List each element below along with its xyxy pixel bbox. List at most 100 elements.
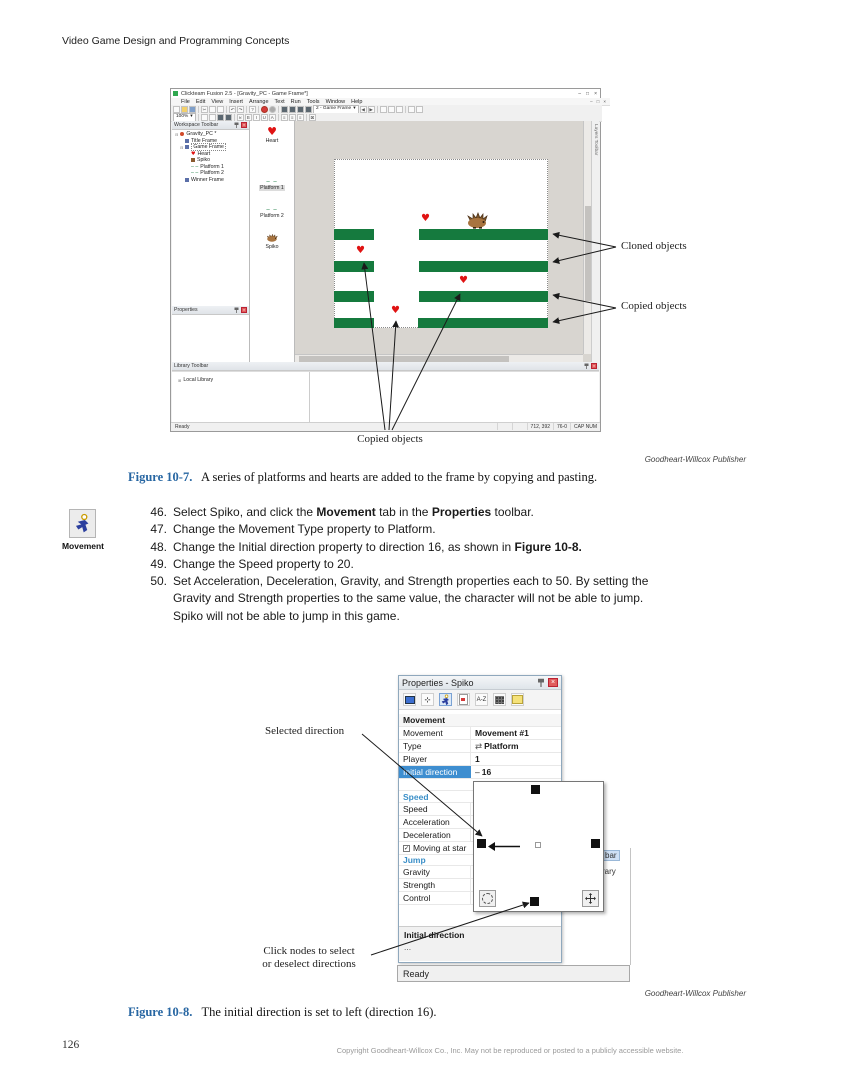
fullscreen-icon[interactable]	[224, 113, 232, 121]
new-icon[interactable]	[173, 105, 180, 113]
collapse-icon[interactable]: ⊟	[180, 144, 184, 150]
checkbox-checked-icon[interactable]: ✓	[403, 844, 410, 852]
maximize-icon[interactable]: □	[586, 90, 590, 97]
movement-tab-icon[interactable]	[439, 693, 452, 706]
align-left-icon[interactable]: ≡	[280, 113, 288, 121]
align-right-icon[interactable]: ≡	[296, 113, 304, 121]
font-icon[interactable]: א	[236, 113, 244, 121]
undo-icon[interactable]: ↶	[229, 105, 236, 113]
row-type[interactable]: Type ⇄Platform	[399, 740, 561, 753]
platform-object[interactable]	[419, 291, 548, 302]
cut-icon[interactable]: ✂	[201, 105, 208, 113]
menu-run[interactable]: Run	[290, 98, 301, 105]
horizontal-scrollbar[interactable]	[295, 354, 583, 362]
spiko-character[interactable]	[465, 211, 489, 229]
platform-object[interactable]	[334, 261, 374, 272]
direction-node-up[interactable]	[531, 785, 540, 794]
close-icon[interactable]: ×	[591, 363, 597, 369]
bold-icon[interactable]: B	[244, 113, 252, 121]
tree-item-spiko[interactable]: Spiko	[172, 157, 249, 164]
direction-node-right[interactable]	[591, 839, 600, 848]
close-icon[interactable]: ×	[548, 678, 558, 687]
snap-icon[interactable]	[387, 105, 395, 113]
heart-object[interactable]: ♥	[421, 213, 430, 224]
redo-icon[interactable]: ↷	[237, 105, 244, 113]
platform-object[interactable]	[334, 229, 374, 240]
expand-icon[interactable]: ⊞	[178, 377, 182, 383]
row-initial-direction[interactable]: Initial direction –16	[399, 766, 561, 779]
tree-item-application[interactable]: ⊟ Gravity_PC *	[175, 131, 217, 138]
mdi-restore-icon[interactable]: □	[596, 99, 600, 104]
rotate-button[interactable]	[479, 890, 496, 907]
platform-object[interactable]	[419, 261, 548, 272]
object-spiko[interactable]: Spiko	[250, 233, 294, 250]
menu-edit[interactable]: Edit	[195, 98, 206, 105]
font-color-icon[interactable]: A	[268, 113, 276, 121]
copy-icon[interactable]	[209, 105, 216, 113]
tree-item-game-frame[interactable]: ⊟ Game Frame	[180, 143, 226, 152]
event-editor-icon[interactable]	[297, 105, 304, 113]
pin-icon[interactable]	[584, 363, 589, 369]
screen-mode-icon[interactable]	[216, 113, 224, 121]
italic-icon[interactable]: I	[252, 113, 260, 121]
platform-object[interactable]	[419, 229, 548, 240]
menu-help[interactable]: Help	[351, 98, 363, 105]
open-icon[interactable]	[181, 105, 188, 113]
next-frame-icon[interactable]: ▶	[367, 105, 375, 113]
pin-icon[interactable]	[234, 122, 239, 128]
storyboard-editor-icon[interactable]	[281, 105, 288, 113]
minimize-icon[interactable]: –	[578, 90, 582, 97]
mdi-close-icon[interactable]: ×	[603, 99, 606, 104]
heart-object[interactable]: ♥	[356, 245, 365, 256]
settings-tab-icon[interactable]	[403, 693, 416, 706]
menu-window[interactable]: Window	[325, 98, 346, 105]
help-icon[interactable]: ?	[249, 105, 256, 113]
tree-item-winner-frame[interactable]: Winner Frame	[172, 177, 249, 184]
row-player[interactable]: Player 1	[399, 753, 561, 766]
menu-view[interactable]: View	[211, 98, 224, 105]
direction-node-left[interactable]	[477, 839, 486, 848]
run-icon[interactable]	[269, 105, 276, 113]
menu-arrange[interactable]: Arrange	[248, 98, 269, 105]
library-tree-item[interactable]: ⊞ Local Library	[178, 377, 214, 383]
tree-item-platform1[interactable]: ‒ ‒ Platform 1	[191, 163, 224, 170]
event-list-editor-icon[interactable]	[305, 105, 312, 113]
values-tab-icon[interactable]: A-Z	[475, 693, 488, 706]
direction-node-down[interactable]	[530, 897, 539, 906]
vertical-scrollbar[interactable]	[583, 121, 591, 354]
underline-icon[interactable]: U	[260, 113, 268, 121]
platform-object[interactable]	[334, 291, 374, 302]
close-icon[interactable]: ×	[241, 122, 247, 128]
heart-object[interactable]: ♥	[459, 275, 468, 286]
close-icon[interactable]: ×	[594, 90, 597, 97]
zoom-in-icon[interactable]	[200, 113, 208, 121]
layers-icon[interactable]	[407, 105, 415, 113]
about-tab-icon[interactable]	[511, 693, 524, 706]
tree-item-title-frame[interactable]: Title Frame	[172, 138, 249, 145]
heart-object[interactable]: ♥	[391, 305, 400, 316]
layers-toolbar-tab[interactable]: Layers Toolbar	[593, 124, 598, 156]
paste-icon[interactable]	[217, 105, 224, 113]
menu-text[interactable]: Text	[274, 98, 285, 105]
collapse-icon[interactable]: ⊟	[175, 131, 179, 137]
frame-editor-icon[interactable]	[289, 105, 296, 113]
mdi-minimize-icon[interactable]: –	[590, 99, 593, 104]
align-center-icon[interactable]: ≡	[288, 113, 296, 121]
zoom-out-icon[interactable]	[208, 113, 216, 121]
events-tab-icon[interactable]	[493, 693, 506, 706]
save-icon[interactable]	[189, 105, 196, 113]
runtime-options-tab-icon[interactable]	[457, 693, 470, 706]
close-icon[interactable]: ×	[241, 307, 247, 313]
tree-item-platform2[interactable]: ‒ ‒ Platform 2	[191, 170, 224, 177]
library-icon[interactable]	[415, 105, 423, 113]
crop-icon[interactable]: ⊠	[308, 113, 316, 121]
object-platform1[interactable]: ‒ ‒ Platform 1	[250, 179, 294, 191]
object-platform2[interactable]: ‒ ‒ Platform 2	[250, 207, 294, 219]
prev-frame-icon[interactable]: ◀	[359, 105, 367, 113]
menu-tools[interactable]: Tools	[306, 98, 320, 105]
center-frame-icon[interactable]	[395, 105, 403, 113]
platform-object[interactable]	[418, 318, 548, 328]
grid-icon[interactable]	[379, 105, 387, 113]
move-all-button[interactable]	[582, 890, 599, 907]
menu-file[interactable]: File	[181, 98, 190, 105]
